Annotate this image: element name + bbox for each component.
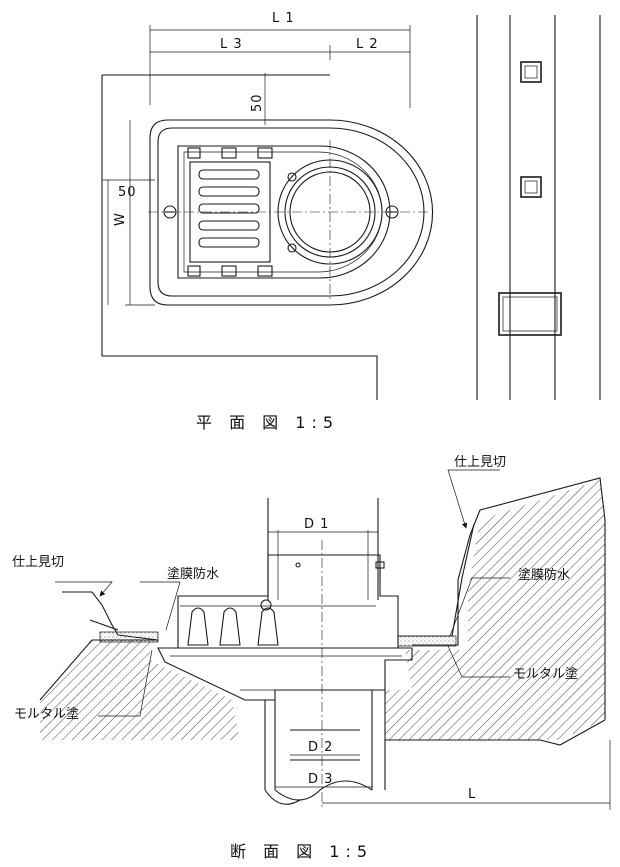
label-mortar-left: モルタル塗 bbox=[14, 706, 79, 722]
right-wall-edge bbox=[412, 477, 606, 720]
left-slab-hatch bbox=[40, 640, 240, 740]
plan-wall-outline bbox=[101, 75, 378, 400]
section-upper-pipe bbox=[267, 498, 379, 600]
left-mortar-layer bbox=[99, 631, 159, 643]
plan-caption: 平 面 図 1:5 bbox=[196, 413, 339, 432]
label-finish-left: 仕上見切 bbox=[12, 555, 64, 570]
drain-frame bbox=[177, 145, 391, 279]
drain-body-inner bbox=[157, 127, 425, 297]
plan-view: L 1 L 3 L 2 50 50 W bbox=[101, 11, 601, 432]
dim-l3-label: L 3 bbox=[220, 37, 243, 52]
drain-body-outer bbox=[149, 119, 434, 306]
right-mortar-layer bbox=[397, 635, 457, 647]
right-slab-hatch bbox=[385, 480, 605, 740]
section-caption: 断 面 図 1:5 bbox=[230, 842, 373, 861]
dim-d3-label: D 3 bbox=[308, 772, 333, 787]
label-waterproof-right: 塗膜防水 bbox=[518, 567, 570, 583]
dim-d2-label: D 2 bbox=[308, 740, 333, 755]
plan-dimension-lines bbox=[103, 25, 411, 306]
leader-lines bbox=[55, 469, 510, 717]
section-screw-icon bbox=[375, 561, 385, 578]
dim-top-50-label: 50 bbox=[250, 93, 265, 112]
label-mortar-right: モルタル塗 bbox=[513, 666, 578, 682]
dim-d1-label: D 1 bbox=[304, 517, 329, 532]
dim-l-label: L bbox=[468, 787, 476, 802]
label-waterproof-left: 塗膜防水 bbox=[167, 566, 219, 582]
frame-notches bbox=[187, 147, 273, 277]
plan-side-wall bbox=[476, 15, 601, 400]
dim-side-50-label: 50 bbox=[118, 185, 137, 200]
dim-l1-label: L 1 bbox=[272, 11, 295, 26]
label-finish-right: 仕上見切 bbox=[454, 455, 506, 470]
dim-w-label: W bbox=[113, 212, 128, 226]
right-finish-line bbox=[398, 523, 475, 637]
right-slab-bottom bbox=[385, 719, 606, 746]
section-grate-fingers bbox=[187, 599, 279, 646]
dim-l2-label: L 2 bbox=[356, 37, 379, 52]
section-view: D 1 bbox=[12, 455, 611, 861]
